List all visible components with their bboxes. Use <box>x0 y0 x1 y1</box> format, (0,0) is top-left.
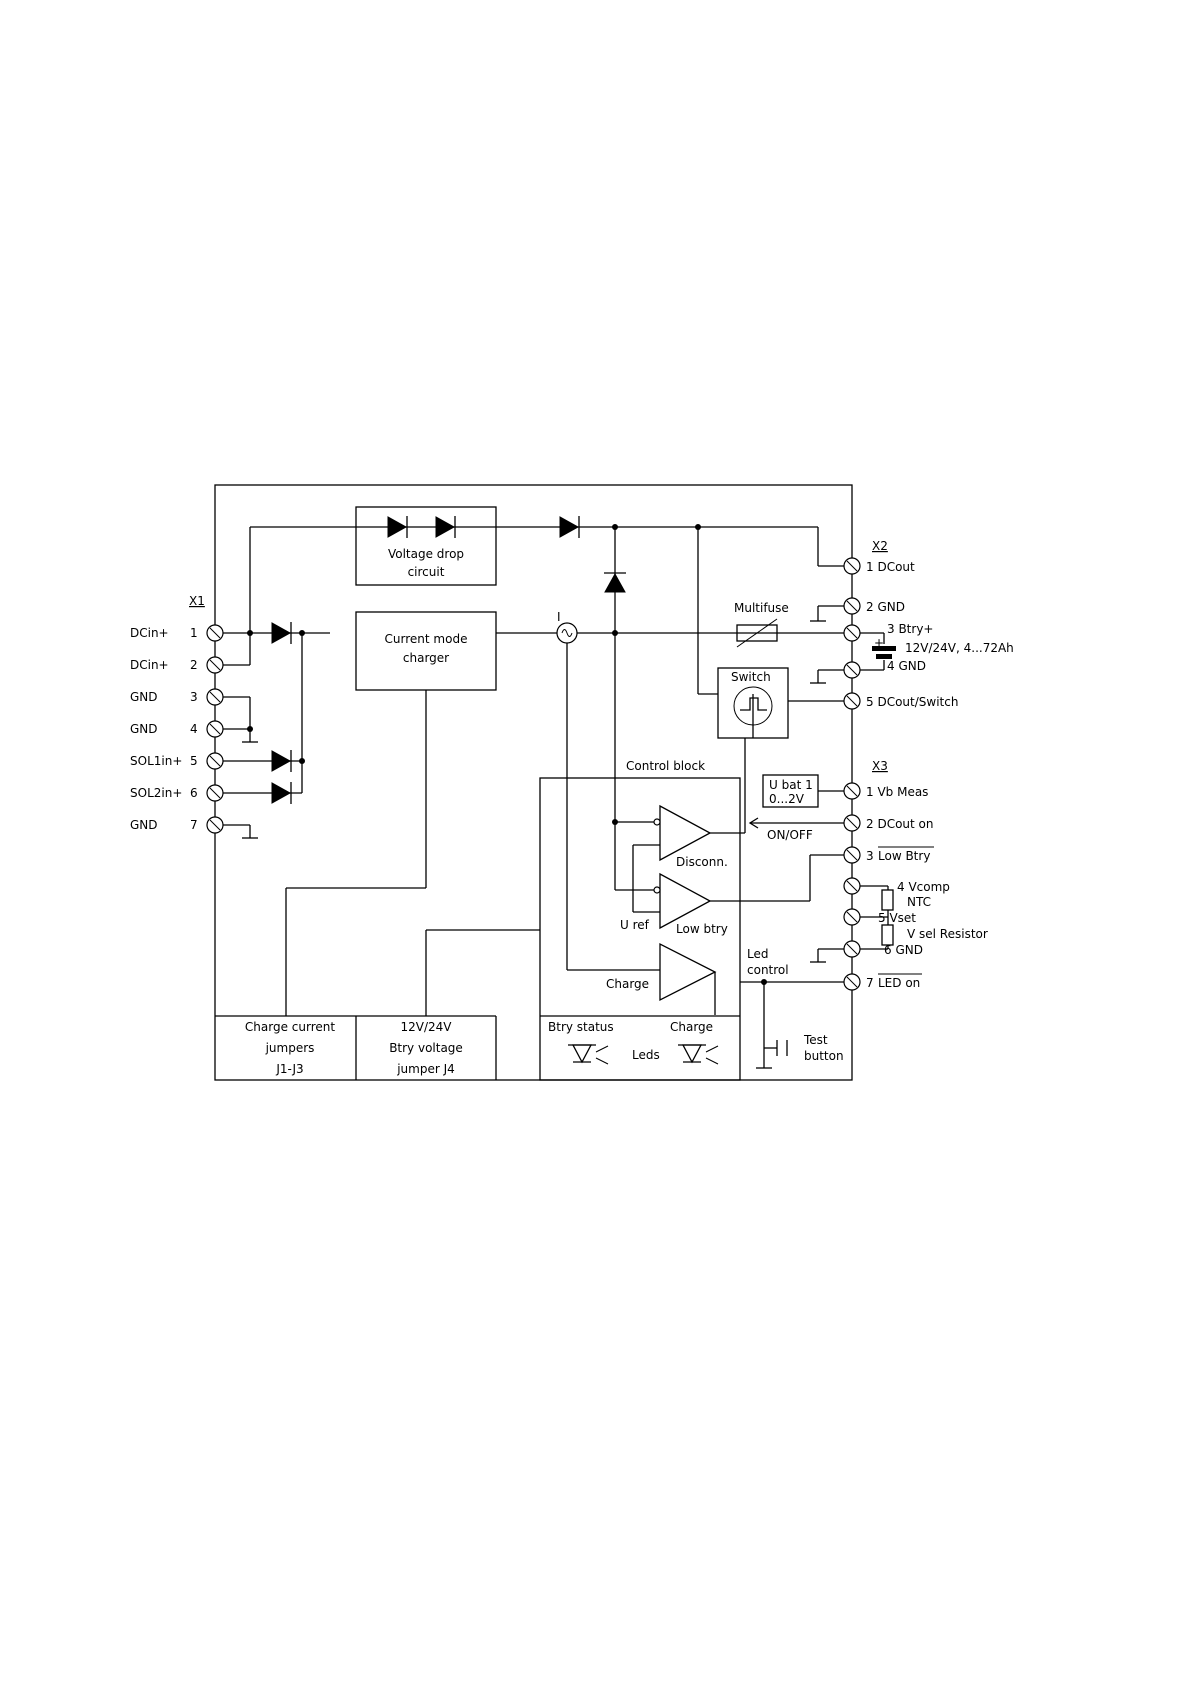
charge-led-label: Charge <box>670 1020 713 1034</box>
x1-pin1-num: 1 <box>190 626 198 640</box>
control-block-label: Control block <box>626 759 705 773</box>
top-diode-chain <box>356 516 844 695</box>
ubat-label-2: 0...2V <box>769 792 805 806</box>
battery-spec: 12V/24V, 4...72Ah <box>905 641 1014 655</box>
voltage-drop-label-2: circuit <box>408 565 445 579</box>
voltage-drop-label-1: Voltage drop <box>388 547 464 561</box>
current-sensor <box>556 622 660 971</box>
x3-pin3-name: Low Btry <box>878 849 930 863</box>
x1-terminal-screws <box>206 624 224 834</box>
x1-label: X1 <box>189 594 205 608</box>
x1-pin6-name: SOL2in+ <box>130 786 182 800</box>
x3-pin7-name: LED on <box>878 976 920 990</box>
x1-pin3-num: 3 <box>190 690 198 704</box>
uref-label: U ref <box>620 918 650 932</box>
x1-pin7-name: GND <box>130 818 158 832</box>
x1-pin5-num: 5 <box>190 754 198 768</box>
charge-led-icon <box>678 1044 719 1065</box>
btry-status-label: Btry status <box>548 1020 614 1034</box>
input-diodes <box>271 622 292 804</box>
test-button-label-1: Test <box>803 1033 828 1047</box>
x1-pin1-name: DCin+ <box>130 626 169 640</box>
battery-plus: + <box>874 636 884 650</box>
x1-pin6-num: 6 <box>190 786 198 800</box>
x1-pin2-name: DCin+ <box>130 658 169 672</box>
test-button-label-2: button <box>804 1049 844 1063</box>
x1-pin3-name: GND <box>130 690 158 704</box>
ntc-label: NTC <box>907 895 931 909</box>
x2-terminal-screws <box>843 557 861 710</box>
current-sensor-label: I <box>557 610 561 624</box>
x1-wiring <box>223 526 356 839</box>
btry-status-led-icon <box>568 1044 609 1065</box>
x2-pin3: 3 Btry+ <box>887 622 933 636</box>
led-control-label-2: control <box>747 963 789 977</box>
multifuse <box>736 618 778 648</box>
x3-label: X3 <box>872 759 888 773</box>
x1-pin4-num: 4 <box>190 722 198 736</box>
disconn-label: Disconn. <box>676 855 728 869</box>
voltage-jumper-label-3: jumper J4 <box>396 1062 455 1076</box>
x3-pin1: 1 Vb Meas <box>866 785 928 799</box>
leds-label: Leds <box>632 1048 660 1062</box>
low-btry-label: Low btry <box>676 922 728 936</box>
charger-label-2: charger <box>403 651 449 665</box>
x2-pin1: 1 DCout <box>866 560 915 574</box>
x3-pin4: 4 Vcomp <box>897 880 950 894</box>
x3-terminal-screws <box>843 782 861 991</box>
amplifiers <box>612 633 844 1015</box>
switch-block <box>717 667 844 739</box>
x2-pin5: 5 DCout/Switch <box>866 695 958 709</box>
x2-label: X2 <box>872 539 888 553</box>
x1-pin4-name: GND <box>130 722 158 736</box>
x3-pin7-num: 7 <box>866 976 874 990</box>
multifuse-label: Multifuse <box>734 601 789 615</box>
control-block <box>539 777 741 1081</box>
voltage-drop-box <box>355 506 497 586</box>
charge-amp-label: Charge <box>606 977 649 991</box>
charge-jumpers-label-3: J1-J3 <box>275 1062 303 1076</box>
voltage-jumper-label-2: Btry voltage <box>389 1041 463 1055</box>
x1-pins: DCin+ 1 DCin+ 2 GND 3 GND 4 SOL1in+ 5 SO… <box>130 626 198 832</box>
x3-pin5: 5 Vset <box>878 911 916 925</box>
x1-pin2-num: 2 <box>190 658 198 672</box>
voltage-jumper-label-1: 12V/24V <box>401 1020 453 1034</box>
x2-pin4: 4 GND <box>887 659 926 673</box>
x2-pin2: 2 GND <box>866 600 905 614</box>
x1-pin5-name: SOL1in+ <box>130 754 182 768</box>
x3-pin2: 2 DCout on <box>866 817 933 831</box>
charger-label-1: Current mode <box>385 632 468 646</box>
charge-jumpers-label-1: Charge current <box>245 1020 335 1034</box>
x3-pin6: 6 GND <box>884 943 923 957</box>
switch-label: Switch <box>731 670 771 684</box>
on-off-label: ON/OFF <box>767 828 813 842</box>
enclosure-frame <box>214 484 853 1081</box>
vsel-label: V sel Resistor <box>907 927 988 941</box>
led-control-label-1: Led <box>747 947 768 961</box>
charge-jumpers-label-2: jumpers <box>265 1041 315 1055</box>
led-control-wiring <box>740 979 844 1069</box>
ubat-label-1: U bat 1 <box>769 778 813 792</box>
bottom-blocks <box>215 690 740 1080</box>
x3-pin3-num: 3 <box>866 849 874 863</box>
x1-pin7-num: 7 <box>190 818 198 832</box>
